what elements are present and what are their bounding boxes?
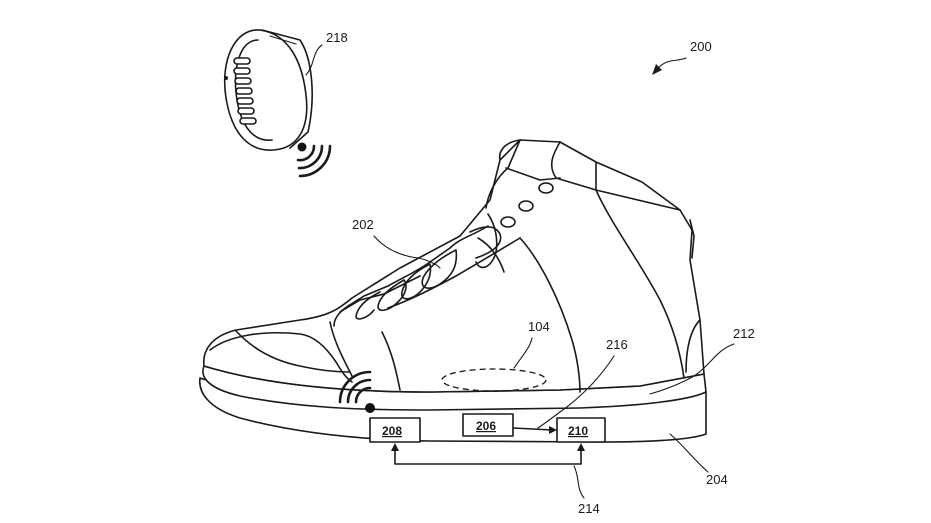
label-204: 204: [706, 472, 728, 487]
label-214: 214: [578, 501, 600, 516]
bus-214: [391, 443, 585, 498]
leader-204: [670, 434, 708, 472]
label-104: 104: [528, 319, 550, 334]
label-200: 200: [690, 39, 712, 54]
box-206-label: 206: [476, 419, 496, 433]
label-212: 212: [733, 326, 755, 341]
box-208-label: 208: [382, 424, 402, 438]
leader-214: [574, 466, 584, 498]
label-216: 216: [606, 337, 628, 352]
shoe: [200, 140, 706, 442]
box-210-label: 210: [568, 424, 588, 438]
wristband-device: [224, 30, 312, 150]
wristband-wireless-signal-icon: [298, 143, 331, 177]
shoe-upper: [204, 140, 704, 392]
label-202: 202: [352, 217, 374, 232]
label-218: 218: [326, 30, 348, 45]
leader-200: [658, 58, 686, 68]
component-box-208: 208: [370, 418, 420, 442]
component-box-210: 210: [557, 418, 605, 442]
component-box-206: 206: [463, 414, 513, 436]
